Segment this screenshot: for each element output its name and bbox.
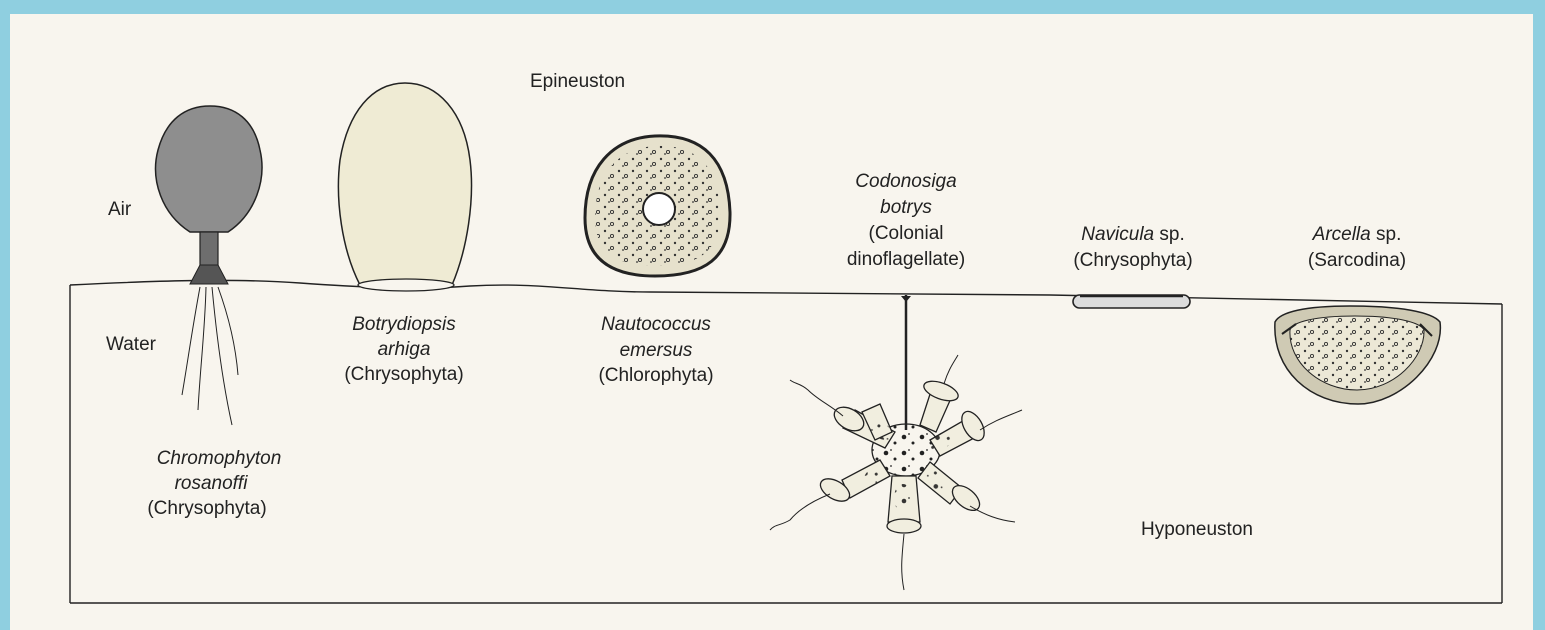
codonosiga-species: botrys <box>880 197 932 218</box>
nautococcus-figure <box>585 136 730 276</box>
nautococcus-genus: Nautococcus <box>601 314 711 335</box>
codonosiga-group-line2: dinoflagellate) <box>847 249 965 270</box>
water-label: Water <box>106 334 157 355</box>
chromophyton-group: (Chrysophyta) <box>147 498 266 519</box>
nautococcus-species: emersus <box>620 340 693 361</box>
air-label: Air <box>108 199 132 220</box>
arcella-figure <box>1275 306 1441 404</box>
navicula-figure <box>1073 295 1190 308</box>
epineuston-label: Epineuston <box>530 71 625 92</box>
water-surface <box>70 280 1502 304</box>
botrydiopsis-group: (Chrysophyta) <box>344 364 463 385</box>
botrydiopsis-species: arhiga <box>378 339 431 360</box>
navicula-suffix: sp. <box>1154 224 1185 245</box>
navicula-genus: Navicula <box>1081 224 1154 245</box>
chromophyton-species: rosanoffi <box>175 473 249 494</box>
chromophyton-figure <box>156 106 262 425</box>
arcella-group: (Sarcodina) <box>1308 250 1406 271</box>
botrydiopsis-figure <box>338 83 471 291</box>
arcella-genus: Arcella <box>1312 224 1371 245</box>
codonosiga-group-line1: (Colonial <box>869 223 944 244</box>
botrydiopsis-genus: Botrydiopsis <box>352 314 456 335</box>
arcella-suffix: sp. <box>1371 224 1402 245</box>
hyponeuston-label: Hyponeuston <box>1141 519 1253 540</box>
codonosiga-genus: Codonosiga <box>855 171 956 192</box>
arcella-name: Arcella sp. <box>1312 224 1402 245</box>
navicula-name: Navicula sp. <box>1081 224 1185 245</box>
codonosiga-figure <box>770 295 1022 590</box>
navicula-group: (Chrysophyta) <box>1073 250 1192 271</box>
chromophyton-genus: Chromophyton <box>157 448 282 469</box>
nautococcus-group: (Chlorophyta) <box>598 365 713 386</box>
